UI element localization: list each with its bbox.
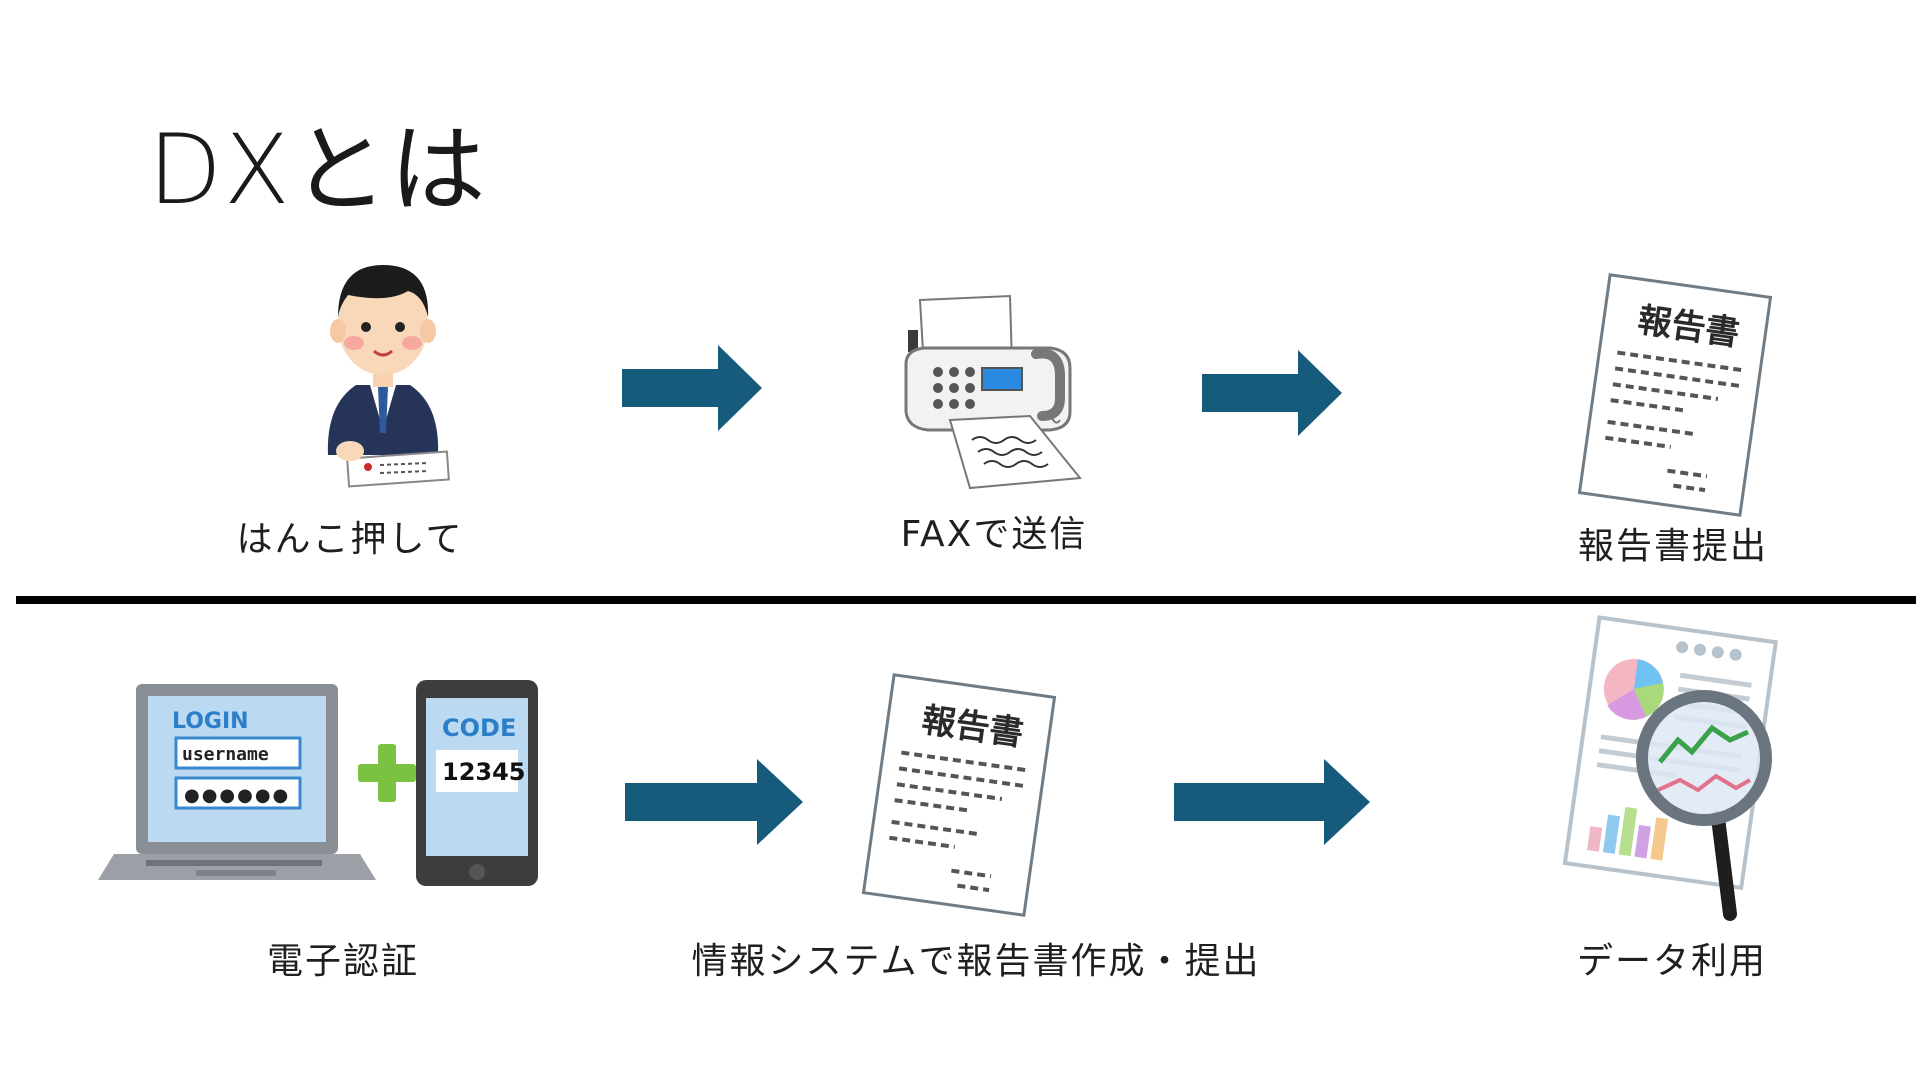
arrow-right-icon [625,759,803,845]
businessman-stamping-icon [327,265,450,488]
login-label: LOGIN [172,709,249,734]
two-factor-auth-icon: LOGIN username ●●●●●● CODE 12345 [98,680,538,886]
step-label: 情報システムで報告書作成・提出 [691,941,1261,982]
username-field: username [182,744,269,765]
code-value: 12345 [442,758,526,786]
step-label: データ利用 [1576,941,1768,982]
step-label: 報告書提出 [1577,526,1769,567]
report-document-icon: 報告書 [1577,273,1773,517]
password-field: ●●●●●● [184,785,290,806]
arrow-right-icon [1202,350,1342,436]
data-analysis-icon [1562,615,1779,921]
laptop-icon: LOGIN username ●●●●●● [98,684,376,880]
report-document-icon: 報告書 [861,673,1057,917]
step-label: 電子認証 [266,941,420,982]
arrow-right-icon [1174,759,1370,845]
fax-machine-icon [904,294,1082,490]
arrow-right-icon [622,345,762,431]
code-label: CODE [442,714,516,742]
divider [16,596,1916,604]
page-title: DXとは [148,114,488,226]
step-label: FAXで送信 [900,514,1088,555]
step-label: はんこ押して [236,519,464,560]
smartphone-icon: CODE 12345 [416,680,538,886]
plus-icon [358,744,416,802]
